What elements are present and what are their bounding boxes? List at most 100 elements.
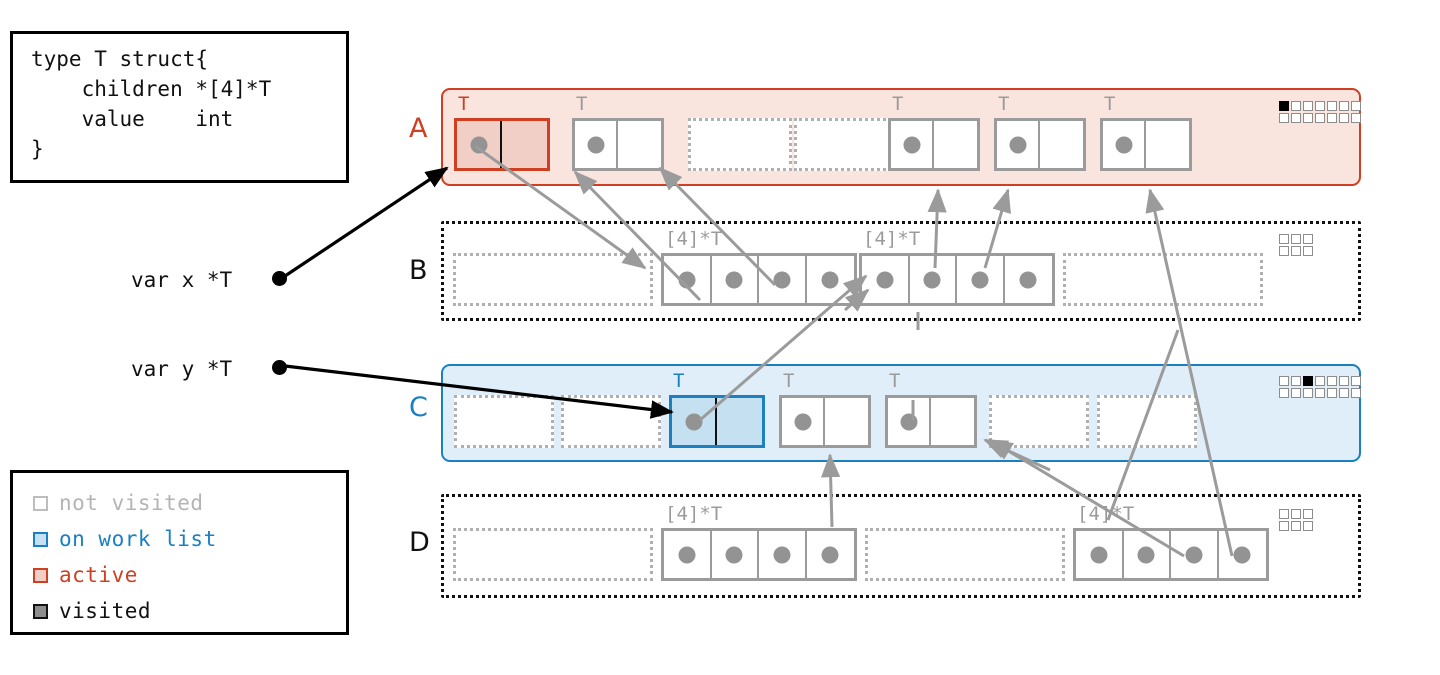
legend-swatch-icon bbox=[33, 603, 48, 619]
slot-type-label: T bbox=[576, 93, 588, 115]
array-slot[interactable] bbox=[664, 256, 712, 303]
array-slot[interactable] bbox=[1171, 531, 1219, 578]
array-slot[interactable] bbox=[910, 256, 957, 303]
array-slot[interactable] bbox=[1124, 531, 1171, 578]
bitmap-cell bbox=[1315, 388, 1325, 398]
slot-type-label: T bbox=[998, 93, 1010, 115]
slot-type-label: T bbox=[892, 93, 904, 115]
struct-cell-worklist[interactable] bbox=[669, 395, 765, 448]
free-slot bbox=[989, 395, 1089, 448]
array-slot[interactable] bbox=[807, 531, 855, 578]
bitmap-cell bbox=[1291, 509, 1301, 519]
array-slot[interactable] bbox=[1219, 531, 1267, 578]
slot-type-label: T bbox=[783, 370, 795, 392]
memory-row-b: [4]*T [4]*T bbox=[441, 221, 1361, 321]
slot-type-label: T bbox=[889, 370, 901, 392]
legend-swatch-icon bbox=[33, 531, 48, 547]
array-slot[interactable] bbox=[807, 256, 855, 303]
pointer-array[interactable] bbox=[661, 253, 857, 306]
array-slot[interactable] bbox=[759, 256, 807, 303]
cell-pointer-field bbox=[782, 398, 825, 445]
struct-cell[interactable] bbox=[994, 118, 1086, 171]
bitmap-cell bbox=[1303, 113, 1313, 123]
legend-item-not-visited: not visited bbox=[33, 485, 346, 521]
pointer-dot-icon bbox=[1115, 136, 1132, 153]
legend-item-on-work-list: on work list bbox=[33, 521, 346, 557]
var-x-label: var x *T bbox=[131, 268, 233, 292]
memory-row-d: [4]*T [4]*T bbox=[441, 494, 1361, 598]
bitmap-cell bbox=[1315, 113, 1325, 123]
array-slot[interactable] bbox=[957, 256, 1005, 303]
bitmap-cell bbox=[1303, 246, 1313, 256]
bitmap-cell bbox=[1279, 234, 1289, 244]
pointer-dot-icon bbox=[971, 271, 989, 288]
var-y-label: var y *T bbox=[131, 357, 233, 381]
cell-value-field bbox=[502, 121, 547, 168]
slot-type-label: [4]*T bbox=[665, 503, 723, 525]
pointer-dot-icon bbox=[587, 136, 604, 153]
legend-item-active: active bbox=[33, 557, 346, 593]
pointer-array[interactable] bbox=[859, 253, 1055, 306]
array-slot[interactable] bbox=[664, 531, 712, 578]
code-line: } bbox=[31, 137, 44, 161]
cell-value-field bbox=[825, 398, 868, 445]
struct-cell[interactable] bbox=[885, 395, 977, 448]
cell-pointer-field bbox=[672, 398, 717, 445]
bitmap-cell bbox=[1291, 521, 1301, 531]
bitmap-cell bbox=[1291, 234, 1301, 244]
pointer-dot-icon bbox=[725, 271, 743, 288]
slot-type-label: T bbox=[1104, 93, 1116, 115]
bitmap-cell bbox=[1279, 509, 1289, 519]
legend-swatch-icon bbox=[33, 567, 48, 583]
bitmap-cell bbox=[1303, 521, 1313, 531]
array-slot[interactable] bbox=[712, 531, 759, 578]
cell-pointer-field bbox=[888, 398, 931, 445]
pointer-dot-icon bbox=[678, 546, 696, 563]
legend-swatch-icon bbox=[33, 495, 48, 511]
bitmap-cell bbox=[1279, 113, 1289, 123]
row-label-b: B bbox=[409, 255, 428, 286]
array-slot[interactable] bbox=[712, 256, 759, 303]
slot-type-label: [4]*T bbox=[863, 228, 921, 250]
struct-cell[interactable] bbox=[572, 118, 664, 171]
bitmap-cell bbox=[1339, 101, 1349, 111]
bitmap-cell bbox=[1351, 113, 1361, 123]
free-slot bbox=[454, 395, 554, 448]
array-slot[interactable] bbox=[759, 531, 807, 578]
pointer-array[interactable] bbox=[661, 528, 857, 581]
row-d-allocation-bitmap bbox=[1279, 509, 1313, 531]
bitmap-cell bbox=[1303, 101, 1313, 111]
bitmap-row bbox=[1279, 521, 1313, 531]
struct-cell[interactable] bbox=[779, 395, 871, 448]
var-y-pointer-dot bbox=[272, 360, 287, 375]
pointer-dot-icon bbox=[1233, 546, 1251, 563]
cell-value-field bbox=[1040, 121, 1083, 168]
bitmap-cell bbox=[1327, 388, 1337, 398]
array-slot[interactable] bbox=[1005, 256, 1053, 303]
pointer-array[interactable] bbox=[1073, 528, 1269, 581]
legend-label: not visited bbox=[59, 491, 204, 515]
pointer-dot-icon bbox=[876, 271, 894, 288]
struct-definition-box: type T struct{ children *[4]*T value int… bbox=[10, 31, 349, 183]
bitmap-cell bbox=[1279, 521, 1289, 531]
struct-cell[interactable] bbox=[888, 118, 980, 171]
memory-row-a: T T T bbox=[441, 88, 1361, 186]
bitmap-row bbox=[1279, 376, 1361, 386]
array-slot[interactable] bbox=[1076, 531, 1124, 578]
row-label-a: A bbox=[409, 113, 428, 144]
row-c-allocation-bitmap bbox=[1279, 376, 1361, 398]
array-slot[interactable] bbox=[862, 256, 910, 303]
slot-type-label: [4]*T bbox=[1077, 503, 1135, 525]
bitmap-cell bbox=[1339, 376, 1349, 386]
struct-cell-active[interactable] bbox=[454, 118, 550, 171]
cell-pointer-field bbox=[575, 121, 618, 168]
cell-pointer-field bbox=[891, 121, 934, 168]
struct-cell[interactable] bbox=[1100, 118, 1192, 171]
bitmap-cell bbox=[1291, 101, 1301, 111]
code-line: value int bbox=[31, 107, 234, 131]
bitmap-row bbox=[1279, 509, 1313, 519]
bitmap-cell bbox=[1327, 101, 1337, 111]
cell-pointer-field bbox=[457, 121, 502, 168]
legend-label: on work list bbox=[59, 527, 217, 551]
free-slot bbox=[1063, 253, 1263, 306]
